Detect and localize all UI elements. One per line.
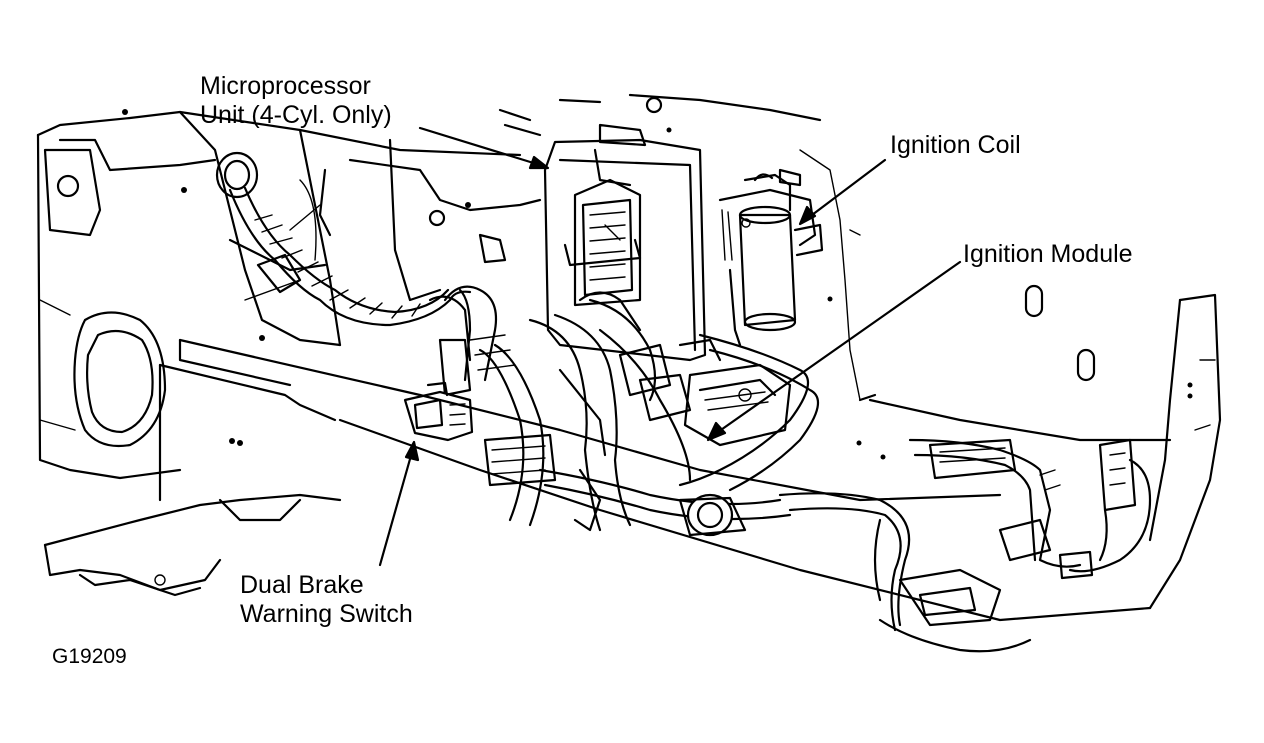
ignition-coil-leader [806, 158, 887, 220]
microprocessor-unit [543, 123, 722, 362]
ignition-module-leader [716, 260, 962, 434]
microprocessor-label-line2: Unit (4-Cyl. Only) [200, 101, 392, 129]
microprocessor-leader [418, 126, 542, 167]
dual-brake-label-line1: Dual Brake [240, 571, 364, 599]
right-fender-area [338, 229, 1222, 622]
ignition-coil [718, 173, 824, 347]
dual-brake-leader [378, 450, 414, 567]
dual-brake-label-line2: Warning Switch [240, 600, 413, 628]
microprocessor-label-line1: Microprocessor [200, 72, 371, 100]
ignition-coil-label: Ignition Coil [890, 131, 1021, 159]
wiring-harness-left [215, 151, 452, 327]
leader-lines [378, 126, 962, 567]
ignition-coil-arrowhead [798, 205, 817, 226]
wiring-harness-right [778, 438, 1152, 653]
ignition-module-label: Ignition Module [963, 240, 1133, 268]
wiring-harness-center [428, 285, 820, 537]
firewall [122, 93, 861, 401]
figure-code: G19209 [52, 645, 127, 668]
microprocessor-arrowhead [528, 155, 550, 170]
dual-brake-arrowhead [404, 440, 420, 462]
ignition-module-arrowhead [706, 421, 727, 442]
left-fender-panel [36, 110, 342, 480]
frame-rail [43, 338, 422, 597]
ignition-module [683, 363, 792, 447]
